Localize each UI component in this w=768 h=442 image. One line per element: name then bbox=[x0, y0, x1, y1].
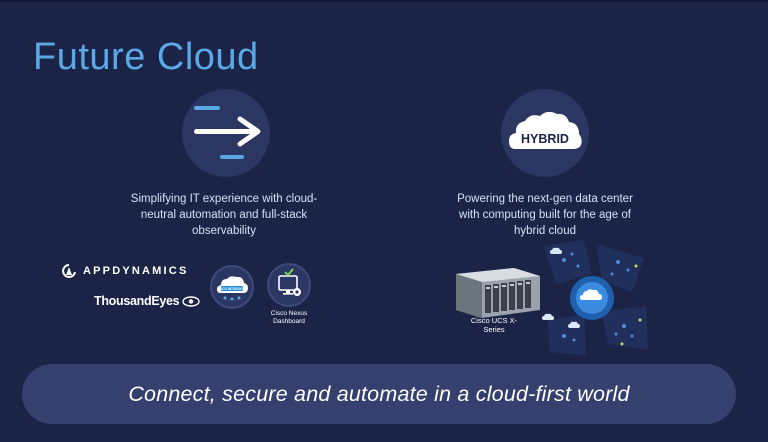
tagline-text: Connect, secure and automate in a cloud-… bbox=[128, 381, 630, 406]
appdynamics-logo: APPDYNAMICS bbox=[62, 264, 189, 278]
tagline-banner: Connect, secure and automate in a cloud-… bbox=[22, 364, 736, 424]
ucs-collage bbox=[456, 240, 648, 356]
thousandeyes-wordmark: ThousandEyes bbox=[94, 294, 180, 308]
thousandeyes-logo: ThousandEyes bbox=[94, 294, 201, 308]
left-description: Simplifying IT experience with cloud-neu… bbox=[130, 193, 318, 237]
appdynamics-icon bbox=[62, 264, 76, 278]
intersight-badge: CISCO INTERSIGHT bbox=[210, 265, 254, 309]
nexus-dashboard-label: Cisco Nexus Dashboard bbox=[270, 310, 308, 325]
right-description: Powering the next-gen data center with c… bbox=[457, 193, 633, 237]
ucs-server-image bbox=[456, 268, 540, 318]
intersight-badge-text: CISCO INTERSIGHT bbox=[217, 287, 247, 291]
appdynamics-wordmark: APPDYNAMICS bbox=[83, 265, 189, 277]
top-border bbox=[0, 0, 768, 2]
nexus-dashboard-badge bbox=[267, 263, 311, 307]
arrow-transfer-icon bbox=[182, 89, 270, 177]
hybrid-cloud-icon: HYBRID bbox=[501, 89, 589, 177]
hybrid-icon-label: HYBRID bbox=[521, 132, 569, 146]
slide-title: Future Cloud bbox=[33, 36, 259, 78]
monitor-gear-icon bbox=[278, 268, 301, 296]
ucs-label: Cisco UCS X-Series bbox=[470, 316, 518, 334]
eye-icon bbox=[182, 295, 201, 307]
